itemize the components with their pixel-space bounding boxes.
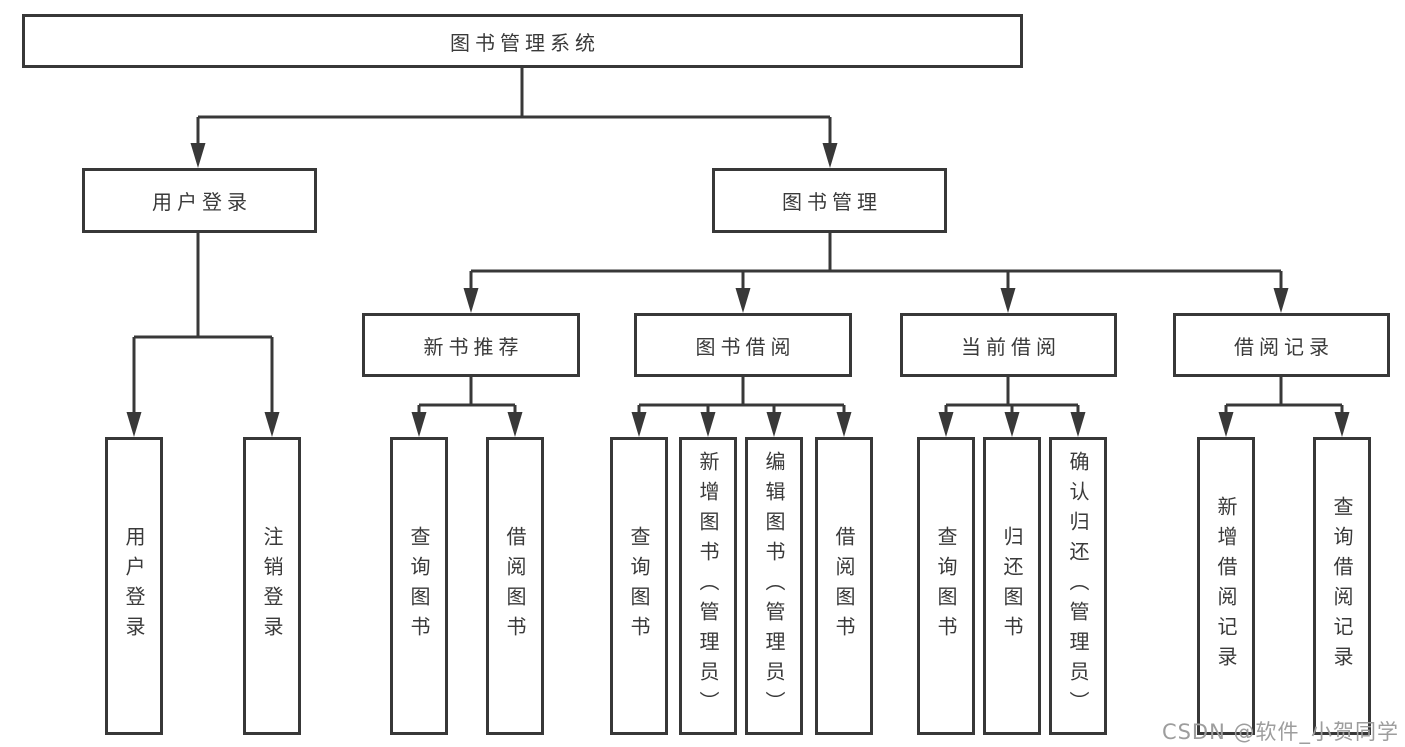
connector-book-borrow-children [637,377,846,416]
arrowheads-current-borrow-children [938,412,1086,437]
watermark: CSDN @软件_小贺同学 [1161,720,1399,744]
leaf-query-book-3: 查询图书 [917,437,975,735]
connector-current-borrow-children [944,377,1080,416]
node-book-borrow: 图书借阅 [634,313,852,377]
connector-root-to-level2 [196,68,832,147]
node-user-login: 用户登录 [82,168,317,233]
leaf-add-book-admin: 新增图书（管理员） [679,437,737,735]
leaf-add-borrow-record: 新增借阅记录 [1197,437,1255,735]
connector-new-book-children [417,377,517,416]
leaf-query-book-2: 查询图书 [610,437,668,735]
leaf-logout: 注销登录 [243,437,301,735]
connector-book-mgmt-to-level3 [469,233,1283,292]
leaf-query-book-1: 查询图书 [390,437,448,735]
leaf-return-book: 归还图书 [983,437,1041,735]
leaf-borrow-book-1: 借阅图书 [486,437,544,735]
node-borrow-record: 借阅记录 [1173,313,1390,377]
arrowheads-user-login-children [126,412,280,437]
arrowheads-book-borrow-children [631,412,852,437]
arrowheads-level3 [463,288,1289,313]
connector-borrow-record-children [1224,377,1344,416]
arrowheads-level2 [190,143,838,168]
leaf-confirm-return-admin: 确认归还（管理员） [1049,437,1107,735]
arrowheads-borrow-record-children [1218,412,1350,437]
connector-user-login-children [132,233,274,416]
node-current-borrow: 当前借阅 [900,313,1117,377]
node-library-system: 图书管理系统 [22,14,1023,68]
leaf-edit-book-admin: 编辑图书（管理员） [745,437,803,735]
node-new-book-recommend: 新书推荐 [362,313,580,377]
leaf-borrow-book-2: 借阅图书 [815,437,873,735]
leaf-user-login: 用户登录 [105,437,163,735]
leaf-query-borrow-record: 查询借阅记录 [1313,437,1371,735]
arrowheads-new-book-children [411,412,523,437]
node-book-management: 图书管理 [712,168,947,233]
